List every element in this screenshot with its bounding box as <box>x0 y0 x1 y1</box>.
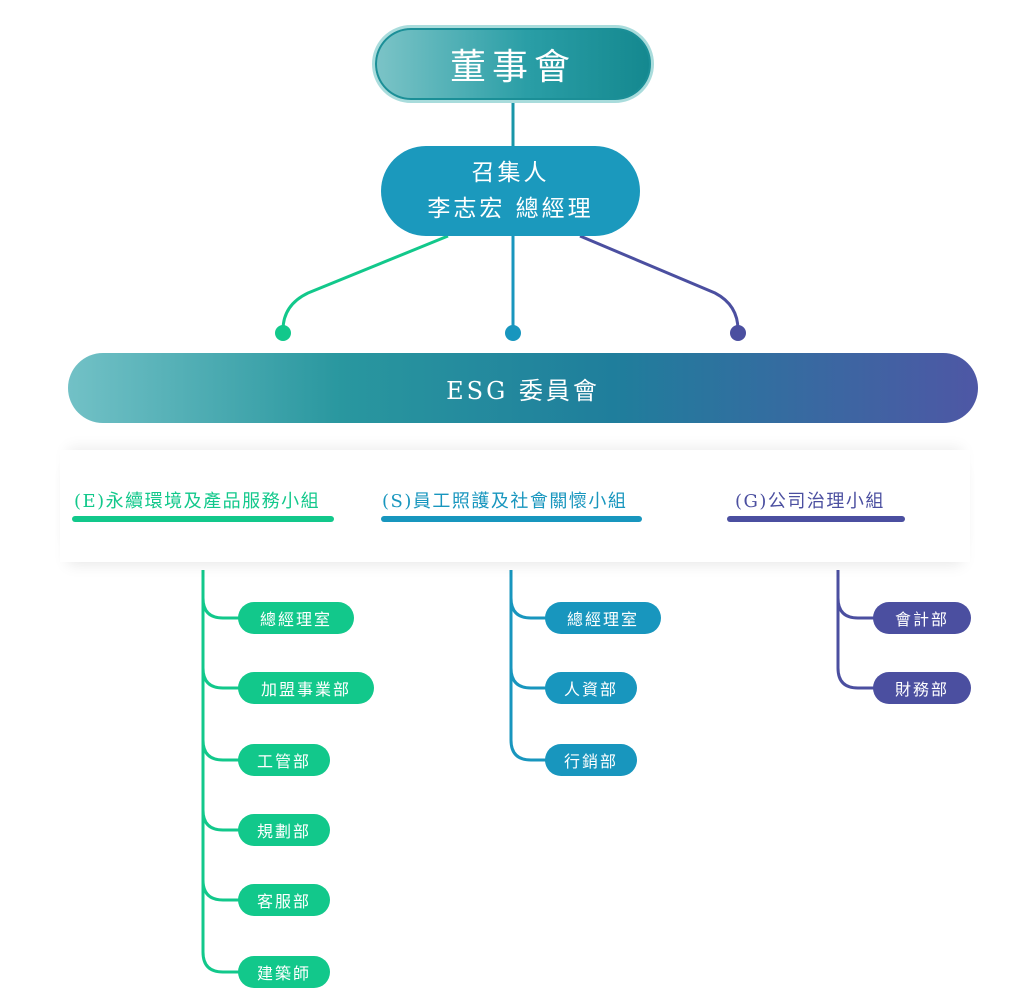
dept-environment-architect: 建築師 <box>238 956 330 988</box>
dept-environment-franchise: 加盟事業部 <box>238 672 374 704</box>
group-bar-governance <box>727 516 905 522</box>
tree-social <box>509 570 548 762</box>
group-title-environment: (E)永續環境及產品服務小組 <box>74 491 321 512</box>
dept-environment-gm-office: 總經理室 <box>238 602 354 634</box>
group-panel <box>60 450 970 562</box>
dept-social-marketing: 行銷部 <box>545 744 637 776</box>
group-title-governance: (G)公司治理小組 <box>735 491 885 512</box>
dept-governance-finance: 財務部 <box>873 672 971 704</box>
esg-committee-node: ESG 委員會 <box>68 353 978 423</box>
dept-environment-customer-service: 客服部 <box>238 884 330 916</box>
connector-dot-social <box>505 325 521 341</box>
dept-social-hr: 人資部 <box>545 672 637 704</box>
tree-environment <box>201 570 240 974</box>
group-bar-social <box>381 516 642 522</box>
dept-environment-planning: 規劃部 <box>238 814 330 846</box>
board-label: 董事會 <box>449 47 576 88</box>
board-node: 董事會 <box>372 25 654 103</box>
group-title-social: (S)員工照護及社會關懷小組 <box>382 491 628 512</box>
dept-social-gm-office: 總經理室 <box>545 602 661 634</box>
group-bar-environment <box>72 516 334 522</box>
dept-environment-engineering: 工管部 <box>238 744 330 776</box>
esg-committee-label: ESG 委員會 <box>446 376 600 405</box>
tree-governance <box>836 570 875 690</box>
connector-dot-governance <box>730 325 746 341</box>
connector-dot-environment <box>275 325 291 341</box>
convener-node: 召集人 李志宏 總經理 <box>381 146 640 236</box>
connector-governance <box>579 234 740 331</box>
convener-name: 李志宏 總經理 <box>427 196 594 222</box>
dept-governance-accounting: 會計部 <box>873 602 971 634</box>
connector-environment <box>281 234 449 331</box>
convener-title: 召集人 <box>471 160 550 186</box>
